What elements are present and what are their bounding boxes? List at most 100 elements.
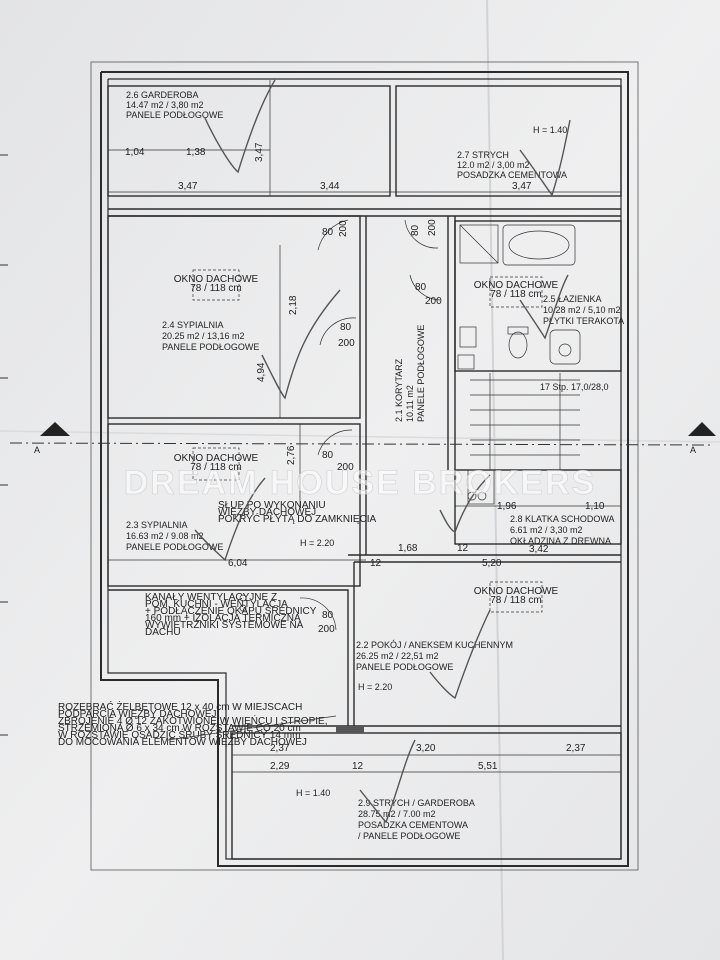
paper-fold: [486, 0, 504, 960]
svg-text:80: 80: [410, 224, 421, 236]
svg-text:1,04: 1,04: [125, 147, 145, 158]
svg-text:OKNO DACHOWE: OKNO DACHOWE: [474, 586, 559, 597]
room-2-9: 2.9 STRYCH / GARDEROBA 28.75 m2 / 7.00 m…: [358, 798, 475, 841]
svg-text:80: 80: [415, 282, 427, 293]
svg-text:A: A: [690, 445, 696, 455]
svg-text:2.1 KORYTARZ: 2.1 KORYTARZ: [394, 358, 404, 422]
bathtub: [502, 224, 576, 266]
svg-text:PANELE PODŁOGOWE: PANELE PODŁOGOWE: [356, 662, 453, 672]
svg-text:PANELE PODŁOGOWE: PANELE PODŁOGOWE: [416, 325, 426, 422]
svg-text:5,51: 5,51: [478, 761, 498, 772]
note-ventilation: KANAŁY WENTYLACYJNE Z POM. KUCHNI - WENT…: [145, 592, 317, 638]
svg-text:80: 80: [322, 610, 334, 621]
svg-text:12: 12: [457, 543, 469, 554]
svg-text:26.25 m2 / 22,51 m2: 26.25 m2 / 22,51 m2: [356, 651, 439, 661]
svg-text:2.6 GARDEROBA: 2.6 GARDEROBA: [126, 90, 199, 100]
svg-text:2,29: 2,29: [270, 761, 290, 772]
height-label: H = 1.40: [296, 788, 330, 798]
svg-text:80: 80: [322, 450, 334, 461]
svg-text:14.47 m2 / 3,80 m2: 14.47 m2 / 3,80 m2: [126, 100, 204, 110]
note-reinforcement: ROZEBRAĆ ŻELBETOWE 12 x 40 cm W MIEJSCAC…: [58, 700, 337, 748]
svg-text:78 / 118 cm: 78 / 118 cm: [190, 283, 242, 294]
svg-text:W ROZSTAWIE OSADZIĆ ŚRUBY ŚRED: W ROZSTAWIE OSADZIĆ ŚRUBY ŚREDNICY 14 mm: [58, 728, 300, 741]
roof-window-3: OKNO DACHOWE 78 / 118 cm: [174, 447, 259, 481]
svg-text:ROZEBRAĆ ŻELBETOWE 12 x 40 cm: ROZEBRAĆ ŻELBETOWE 12 x 40 cm W MIEJSCAC…: [58, 700, 302, 713]
svg-text:OKNO DACHOWE: OKNO DACHOWE: [174, 274, 259, 285]
toilet: [508, 331, 528, 359]
svg-text:1,10: 1,10: [585, 501, 605, 512]
svg-text:SŁUP PO WYKONANIU: SŁUP PO WYKONANIU: [218, 500, 326, 511]
margin-ticks: [0, 154, 8, 736]
svg-text:1,96: 1,96: [497, 501, 517, 512]
svg-text:6.61 m2 / 3,30 m2: 6.61 m2 / 3,30 m2: [510, 525, 583, 535]
door-swings: [299, 219, 441, 631]
door-labels: 80 200 80 200 80 200 80 200 80 200 80 20…: [318, 219, 442, 635]
room-2-5: 2.5 ŁAZIENKA 10.28 m2 / 5,10 m2 PŁYTKI T…: [543, 294, 624, 326]
svg-text:5,20: 5,20: [482, 558, 502, 569]
svg-text:10.11 m2: 10.11 m2: [405, 385, 415, 422]
svg-text:A: A: [34, 445, 40, 455]
roof-window-2: OKNO DACHOWE 78 / 118 cm: [474, 276, 559, 308]
svg-text:POKRYĆ PŁYTĄ DO ZAMKNIĘCIA: POKRYĆ PŁYTĄ DO ZAMKNIĘCIA: [218, 512, 377, 525]
svg-text:PANELE PODŁOGOWE: PANELE PODŁOGOWE: [162, 342, 259, 352]
svg-text:PŁYTKI TERAKOTA: PŁYTKI TERAKOTA: [543, 316, 624, 326]
svg-text:KANAŁY WENTYLACYJNE Z: KANAŁY WENTYLACYJNE Z: [145, 592, 277, 603]
svg-text:16.63 m2 / 9.08 m2: 16.63 m2 / 9.08 m2: [126, 531, 204, 541]
svg-text:POSADZKA CEMENTOWA: POSADZKA CEMENTOWA: [457, 170, 567, 180]
svg-text:+ PODŁĄCZENIE OKAPU ŚREDNICY: + PODŁĄCZENIE OKAPU ŚREDNICY: [145, 604, 317, 617]
svg-text:3,44: 3,44: [320, 181, 340, 192]
svg-text:POSADZKA CEMENTOWA: POSADZKA CEMENTOWA: [358, 820, 468, 830]
dimension-values: 1,04 1,38 3,47 3,47 3,44 3,47 2,18 4,94 …: [125, 142, 605, 772]
dimension-lines: [108, 80, 621, 773]
svg-text:200: 200: [338, 338, 355, 349]
room-2-4: 2.4 SYPIALNIA 20.25 m2 / 13,16 m2 PANELE…: [162, 320, 259, 352]
svg-text:PODPARCIA WIĘŹBY DACHOWEJ: PODPARCIA WIĘŹBY DACHOWEJ: [58, 707, 217, 720]
svg-text:10.28 m2 / 5,10 m2: 10.28 m2 / 5,10 m2: [543, 305, 621, 315]
room-2-1: 2.1 KORYTARZ 10.11 m2 PANELE PODŁOGOWE: [394, 325, 426, 422]
roof-window-1: OKNO DACHOWE 78 / 118 cm: [174, 269, 259, 301]
svg-text:80: 80: [340, 322, 352, 333]
svg-text:PANELE PODŁOGOWE: PANELE PODŁOGOWE: [126, 110, 223, 120]
svg-text:1,68: 1,68: [398, 543, 418, 554]
svg-text:20.25 m2 / 13,16 m2: 20.25 m2 / 13,16 m2: [162, 331, 245, 341]
svg-text:2,37: 2,37: [270, 743, 290, 754]
svg-text:78 / 118 cm: 78 / 118 cm: [490, 289, 542, 300]
watermark: DREAM HOUSE BROKERS: [124, 464, 596, 502]
room-2-8: 2.8 KLATKA SCHODOWA 6.61 m2 / 3,30 m2 OK…: [510, 514, 615, 546]
stairs-label: 17 Stp. 17,0/28,0: [540, 382, 609, 392]
svg-text:DO MOCOWANIA ELEMENTÓW WIĘŹBY: DO MOCOWANIA ELEMENTÓW WIĘŹBY DACHOWEJ: [58, 735, 307, 748]
svg-text:3,47: 3,47: [512, 181, 532, 192]
svg-text:2.2 POKÓJ / ANEKSEM KUCHENNYM: 2.2 POKÓJ / ANEKSEM KUCHENNYM: [356, 640, 513, 650]
outer-walls: [100, 71, 629, 867]
svg-text:2,76: 2,76: [286, 445, 297, 465]
svg-text:200: 200: [337, 462, 354, 473]
svg-text:80: 80: [322, 227, 334, 238]
svg-text:2.3 SYPIALNIA: 2.3 SYPIALNIA: [126, 520, 188, 530]
height-label: H = 1.40: [533, 125, 567, 135]
svg-text:OKŁADZINA Z DREWNA: OKŁADZINA Z DREWNA: [510, 536, 611, 546]
svg-text:12: 12: [352, 761, 364, 772]
svg-text:200: 200: [427, 219, 438, 236]
svg-text:12.0 m2 / 3,00 m2: 12.0 m2 / 3,00 m2: [457, 160, 530, 170]
room-2-3: 2.3 SYPIALNIA 16.63 m2 / 9.08 m2 PANELE …: [126, 520, 223, 552]
staircase: [467, 373, 580, 505]
svg-text:12: 12: [370, 558, 382, 569]
room-2-2: 2.2 POKÓJ / ANEKSEM KUCHENNYM 26.25 m2 /…: [356, 640, 513, 672]
svg-text:200: 200: [338, 220, 349, 237]
section-line-a: A A: [9, 422, 716, 455]
room-2-6: 2.6 GARDEROBA 14.47 m2 / 3,80 m2 PANELE …: [126, 90, 223, 120]
shower-tray: [459, 224, 499, 264]
svg-text:200: 200: [318, 624, 335, 635]
svg-text:160 mm + IZOLACJA TERMICZNA: 160 mm + IZOLACJA TERMICZNA: [145, 613, 301, 624]
svg-text:4,94: 4,94: [256, 362, 267, 382]
roof-window-4: OKNO DACHOWE 78 / 118 cm: [474, 581, 559, 613]
svg-text:WYWIETRZNIKI SYSTEMOWE NA: WYWIETRZNIKI SYSTEMOWE NA: [145, 620, 304, 631]
drawing-frame: [90, 61, 639, 871]
svg-text:2,18: 2,18: [288, 295, 299, 315]
svg-text:2.9 STRYCH / GARDEROBA: 2.9 STRYCH / GARDEROBA: [358, 798, 475, 808]
svg-text:3,20: 3,20: [416, 743, 436, 754]
svg-text:1,38: 1,38: [186, 147, 206, 158]
svg-text:3,47: 3,47: [178, 181, 198, 192]
svg-text:PANELE PODŁOGOWE: PANELE PODŁOGOWE: [126, 542, 223, 552]
